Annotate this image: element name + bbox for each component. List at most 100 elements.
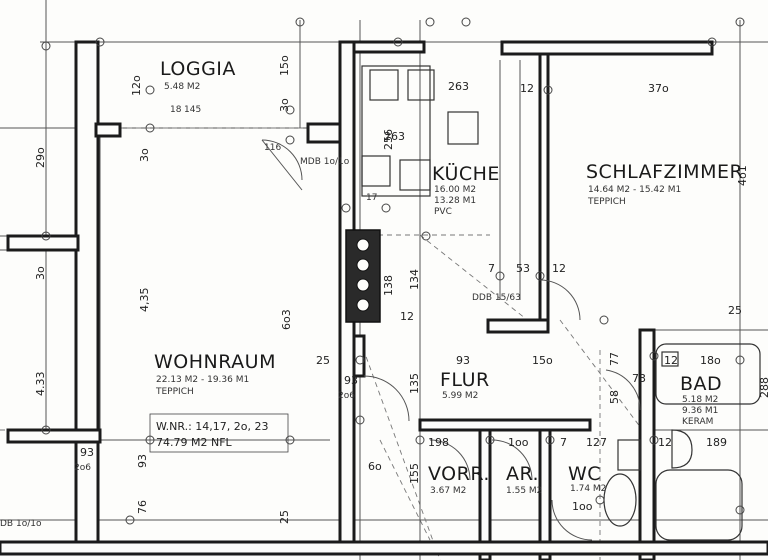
room-floor-schlafzimmer: TEPPICH bbox=[587, 197, 626, 207]
dim-100a: 1oo bbox=[508, 436, 529, 449]
dim-12e: 12 bbox=[400, 310, 414, 323]
room-area-flur: 5.99 M2 bbox=[442, 391, 478, 401]
dim-7b: 7 bbox=[560, 436, 567, 449]
room-area-kueche-1: 16.00 M2 bbox=[434, 185, 476, 195]
dim-17: 17 bbox=[366, 193, 377, 203]
dim-93c: 93 bbox=[136, 454, 149, 468]
dim-93-left: 93 bbox=[80, 446, 94, 459]
room-area-loggia: 5.48 M2 bbox=[164, 82, 200, 92]
dim-12d: 12 bbox=[552, 262, 566, 275]
kitchen-furniture bbox=[361, 60, 521, 300]
unit-info-box: W.NR.: 14,17, 2o, 23 74.79 M2 NFL bbox=[149, 413, 289, 453]
dim-25b: 25 bbox=[728, 304, 742, 317]
dim-206b: 2o6 bbox=[74, 463, 91, 473]
dim-288: 288 bbox=[758, 377, 768, 398]
dim-433: 4.33 bbox=[34, 372, 47, 397]
dim-155: 155 bbox=[408, 463, 421, 484]
dim-25c: 25 bbox=[278, 510, 291, 524]
dim-435: 4,35 bbox=[138, 288, 151, 313]
dim-206a: 2o6 bbox=[338, 391, 355, 401]
wall-top-bedroom bbox=[500, 40, 714, 56]
dim-180: 18o bbox=[700, 354, 721, 367]
dim-127: 127 bbox=[586, 436, 607, 449]
room-name-ar: AR. bbox=[506, 463, 539, 485]
room-area-kueche-2: 13.28 M1 bbox=[434, 196, 476, 206]
dim-25a: 25 bbox=[316, 354, 330, 367]
mdb-label-2: DDB 15/63 bbox=[472, 293, 521, 303]
dim-401: 4o1 bbox=[736, 165, 749, 186]
dim-12b: 12 bbox=[664, 354, 678, 367]
room-floor-bad: KERAM bbox=[682, 417, 713, 427]
dim-603: 6o3 bbox=[280, 309, 293, 330]
dim-18: 18 bbox=[170, 105, 182, 115]
room-name-vorr: VORR. bbox=[428, 463, 490, 485]
dim-134: 134 bbox=[408, 269, 421, 290]
wall-west-stub bbox=[6, 234, 80, 252]
dim-370: 37o bbox=[648, 82, 669, 95]
room-name-loggia: LOGGIA bbox=[160, 58, 236, 80]
room-name-flur: FLUR bbox=[440, 369, 490, 391]
room-area-ar: 1.55 M2 bbox=[506, 486, 542, 496]
walls bbox=[0, 40, 768, 560]
dim-100b: 1oo bbox=[572, 500, 593, 513]
dim-58: 58 bbox=[608, 390, 621, 404]
room-area-bad-1: 5.18 M2 bbox=[682, 395, 718, 405]
room-floor-kueche: PVC bbox=[434, 207, 452, 217]
dim-138: 138 bbox=[382, 275, 395, 296]
wall-top-kitchen bbox=[352, 40, 426, 54]
wall-loggia-left bbox=[94, 122, 122, 138]
dim-93a: 93 bbox=[456, 354, 470, 367]
dim-198: 198 bbox=[428, 436, 449, 449]
dim-60: 6o bbox=[368, 460, 382, 473]
dim-256: 263 bbox=[384, 130, 405, 143]
dim-30c: 3o bbox=[138, 148, 151, 162]
dim-7a: 7 bbox=[488, 262, 495, 275]
wall-flur-bottom bbox=[418, 418, 592, 432]
room-name-bad: BAD bbox=[680, 373, 722, 395]
dimension-labels: 29o 3o 4.33 4,35 6o3 12o 15o 3o 3o 256 1… bbox=[34, 55, 768, 524]
dim-150b: 15o bbox=[532, 354, 553, 367]
dim-77: 77 bbox=[608, 352, 621, 366]
dim-53: 53 bbox=[516, 262, 530, 275]
room-area-bad-2: 9.36 M1 bbox=[682, 406, 718, 416]
dim-135: 135 bbox=[408, 373, 421, 394]
bath-fixtures bbox=[603, 343, 761, 541]
wall-west-lower bbox=[6, 428, 102, 444]
dim-76: 76 bbox=[136, 500, 149, 514]
db-label-3: DB 1o/1o bbox=[0, 519, 42, 529]
dim-30a: 3o bbox=[34, 266, 47, 280]
room-area-wohnraum: 22.13 M2 - 19.36 M1 bbox=[156, 375, 249, 385]
room-area-schlafzimmer: 14.64 M2 - 15.42 M1 bbox=[588, 185, 681, 195]
room-floor-wohnraum: TEPPICH bbox=[155, 387, 194, 397]
wall-flur-top bbox=[486, 318, 550, 334]
door-swings bbox=[261, 139, 641, 541]
room-name-wc: WC bbox=[568, 463, 601, 485]
room-name-kueche: KÜCHE bbox=[432, 162, 500, 185]
dim-73: 73 bbox=[632, 372, 646, 385]
dim-145: 145 bbox=[184, 105, 201, 115]
small-labels: MDB 1o/1o DDB 15/63 DB 1o/1o bbox=[0, 157, 521, 529]
wall-south bbox=[0, 540, 768, 556]
dim-12a: 12 bbox=[520, 82, 534, 95]
room-area-vorr: 3.67 M2 bbox=[430, 486, 466, 496]
unit-number: W.NR.: 14,17, 2o, 23 bbox=[156, 420, 269, 433]
dim-263: 263 bbox=[448, 80, 469, 93]
room-labels: LOGGIA 5.48 M2 KÜCHE 16.00 M2 13.28 M1 P… bbox=[154, 58, 743, 496]
wall-bath-west bbox=[638, 328, 656, 560]
room-name-wohnraum: WOHNRAUM bbox=[154, 351, 276, 373]
room-area-wc: 1.74 M2 bbox=[570, 484, 606, 494]
wall-bedroom-west bbox=[538, 52, 550, 332]
dim-12c: 12 bbox=[658, 436, 672, 449]
dim-290: 29o bbox=[34, 147, 47, 168]
dim-263-v: 256 bbox=[382, 129, 395, 150]
mdb-label-1: MDB 1o/1o bbox=[300, 157, 350, 167]
room-name-schlafzimmer: SCHLAFZIMMER bbox=[586, 161, 743, 183]
dimension-markers bbox=[41, 17, 745, 525]
dim-116: 116 bbox=[264, 143, 281, 153]
dim-189: 189 bbox=[706, 436, 727, 449]
dim-120: 12o bbox=[130, 75, 143, 96]
dim-150a: 15o bbox=[278, 55, 291, 76]
unit-area: 74.79 M2 NFL bbox=[156, 436, 233, 449]
dim-93b: 93 bbox=[344, 374, 358, 387]
